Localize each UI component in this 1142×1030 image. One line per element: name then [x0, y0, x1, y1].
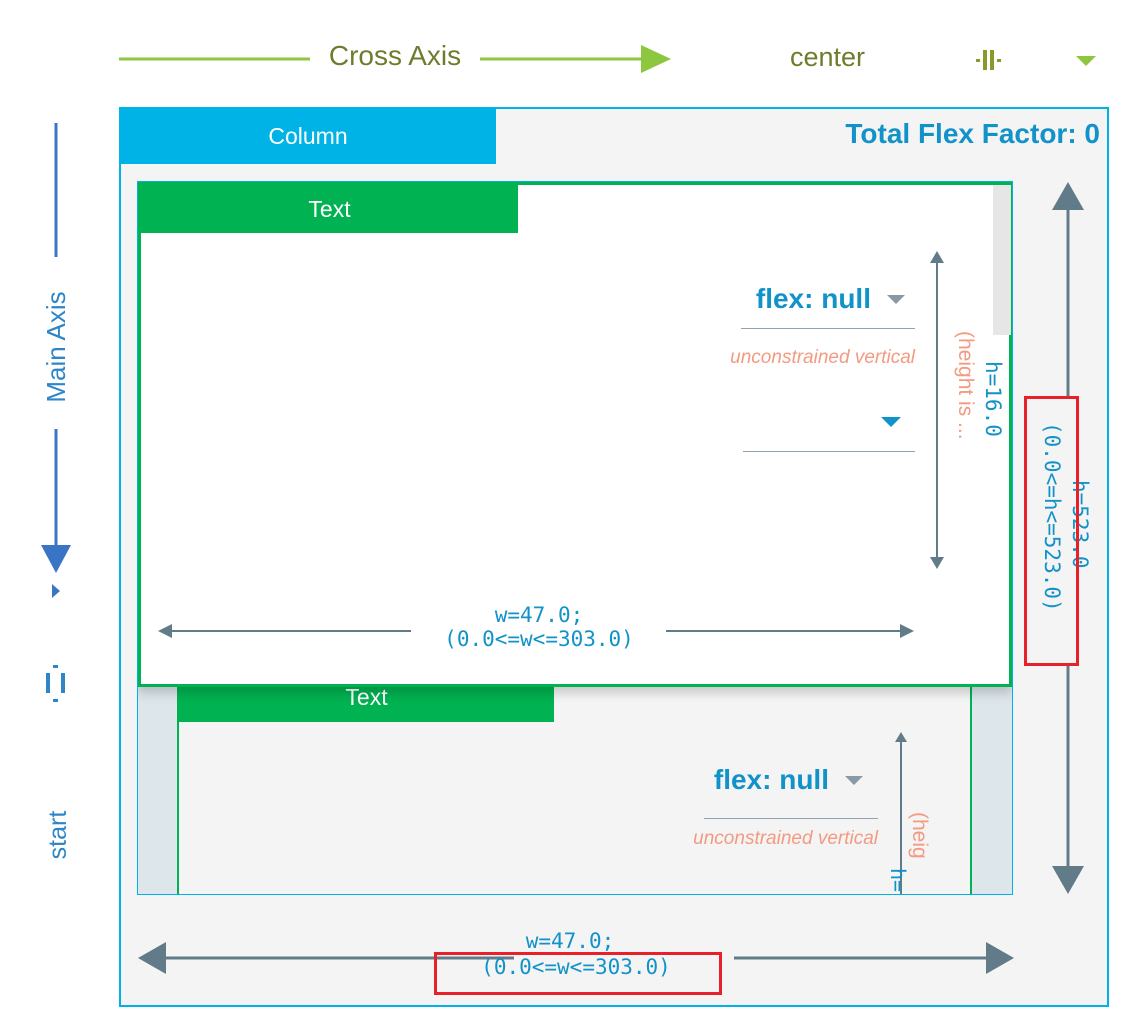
- child-card-text-1[interactable]: Text flex: null unconstrained vertical h…: [138, 182, 1012, 687]
- unconstrained-warning: unconstrained vertical: [693, 828, 878, 849]
- total-flex-factor: Total Flex Factor: 0: [845, 118, 1100, 149]
- outer-width-highlight-box: [434, 952, 722, 995]
- height-note: (height is ...: [954, 331, 977, 440]
- outer-height-highlight-box: [1024, 396, 1079, 666]
- main-axis-dropdown-chevron-icon[interactable]: [50, 582, 62, 600]
- flex-dropdown-underline: [704, 818, 878, 819]
- column-title-tab[interactable]: Column: [120, 108, 496, 164]
- child-scrollbar[interactable]: [993, 185, 1011, 335]
- chevron-down-icon: [887, 294, 905, 304]
- height-note: (heig: [908, 812, 931, 859]
- outer-width-constraint: (0.0<=w<=303.0): [481, 955, 671, 979]
- outer-width-value: w=47.0;: [525, 929, 615, 953]
- child-title-tab[interactable]: Text: [141, 185, 518, 233]
- main-axis-alignment-value[interactable]: start: [44, 810, 72, 860]
- height-value: h=16.0: [981, 361, 1005, 437]
- flex-dropdown-underline: [741, 328, 915, 329]
- width-arrow: [158, 624, 914, 638]
- secondary-dropdown-chevron-icon[interactable]: [879, 415, 903, 429]
- cross-axis-arrow: [119, 45, 671, 73]
- flex-value: flex: null: [755, 283, 871, 314]
- height-arrow: [930, 251, 944, 569]
- main-axis-align-start-icon[interactable]: [44, 665, 68, 705]
- main-axis-label: Main Axis: [41, 291, 71, 403]
- align-center-icon[interactable]: [976, 48, 1002, 72]
- width-value: w=47.0;: [494, 603, 584, 627]
- flex-dropdown[interactable]: flex: null: [641, 279, 905, 319]
- chevron-down-icon: [845, 775, 863, 785]
- outer-height-bg: [1026, 398, 1078, 664]
- main-axis-arrow: [41, 123, 71, 573]
- cross-axis-dropdown-chevron-icon[interactable]: [1074, 54, 1098, 68]
- height-arrow: [895, 732, 907, 894]
- children-area: Text flex: null unconstrained vertical h…: [137, 181, 1013, 895]
- outer-width-arrow: [138, 942, 1014, 974]
- width-constraint: (0.0<=w<=303.0): [444, 627, 634, 651]
- cross-axis-label: Cross Axis: [328, 40, 462, 71]
- secondary-dropdown-underline: [743, 451, 915, 452]
- cross-axis-alignment-value[interactable]: center: [790, 42, 866, 72]
- unconstrained-warning: unconstrained vertical: [730, 347, 915, 368]
- flex-dropdown[interactable]: flex: null: [599, 760, 863, 800]
- child-card-text-2[interactable]: Text flex: null unconstrained vertical h…: [177, 672, 972, 894]
- flex-value: flex: null: [713, 764, 829, 795]
